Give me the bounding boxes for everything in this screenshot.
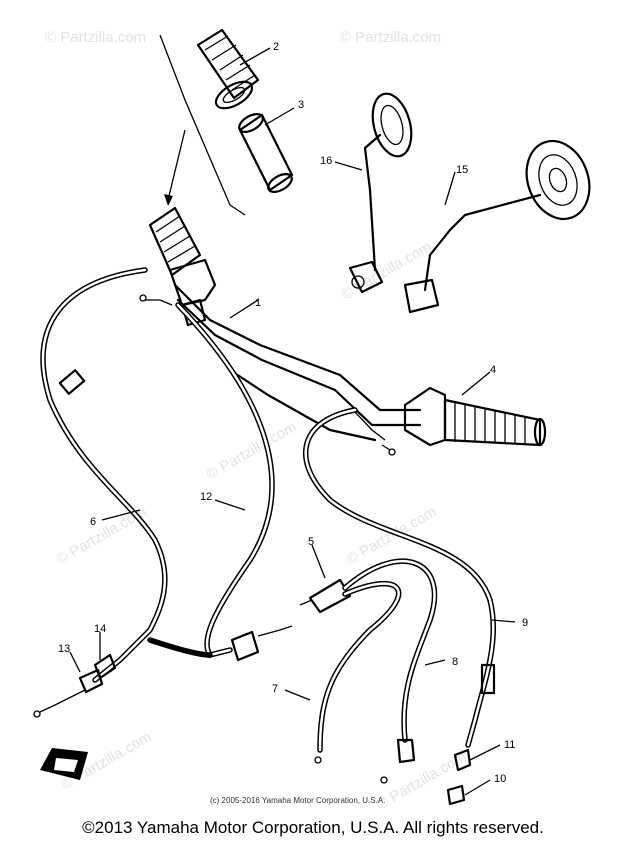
watermark: © Partzilla.com <box>344 503 440 568</box>
throttle-tube <box>238 113 294 193</box>
clutch-cable <box>303 407 497 748</box>
grip-left-exploded <box>196 28 260 110</box>
part-label-9: 9 <box>522 617 528 629</box>
callout-leader <box>167 129 186 201</box>
part-label-15: 15 <box>456 164 468 176</box>
part-label-10: 10 <box>494 773 506 785</box>
part-label-7: 7 <box>272 683 278 695</box>
left-grip-assembly <box>139 206 217 327</box>
part-label-11: 11 <box>504 739 515 751</box>
watermark: © Partzilla.com <box>339 238 435 303</box>
part-label-6: 6 <box>90 516 96 528</box>
part-label-4: 4 <box>490 364 496 376</box>
fwd-arrow-icon <box>40 748 88 780</box>
right-grip-assembly <box>403 386 547 447</box>
part-label-8: 8 <box>452 656 458 668</box>
callout-arrowhead <box>164 194 173 206</box>
part-label-16: 16 <box>320 155 332 167</box>
cable-junction-5 <box>299 558 438 784</box>
part-label-13: 13 <box>58 643 70 655</box>
part-label-5: 5 <box>308 536 314 548</box>
callout-bracket <box>159 34 246 216</box>
part-label-1: 1 <box>255 297 261 309</box>
part-labels: 1 2 3 4 5 6 7 8 9 10 11 12 13 14 15 16 <box>58 41 528 785</box>
part-label-3: 3 <box>298 99 304 111</box>
mirror-16 <box>348 92 413 294</box>
part-label-2: 2 <box>273 41 279 53</box>
watermark: © Partzilla.com <box>204 418 300 483</box>
watermark: © Partzilla.com <box>45 29 146 46</box>
small-fittings <box>78 668 472 806</box>
inner-copyright: (c) 2005-2016 Yamaha Motor Corporation, … <box>210 796 385 805</box>
cable-12 <box>147 302 293 662</box>
part-label-14: 14 <box>94 623 106 635</box>
mirror-15 <box>403 139 591 314</box>
leader-lines <box>69 47 516 796</box>
footer-copyright: ©2013 Yamaha Motor Corporation, U.S.A. A… <box>82 818 544 837</box>
watermark: © Partzilla.com <box>340 29 441 46</box>
part-label-12: 12 <box>200 491 212 503</box>
